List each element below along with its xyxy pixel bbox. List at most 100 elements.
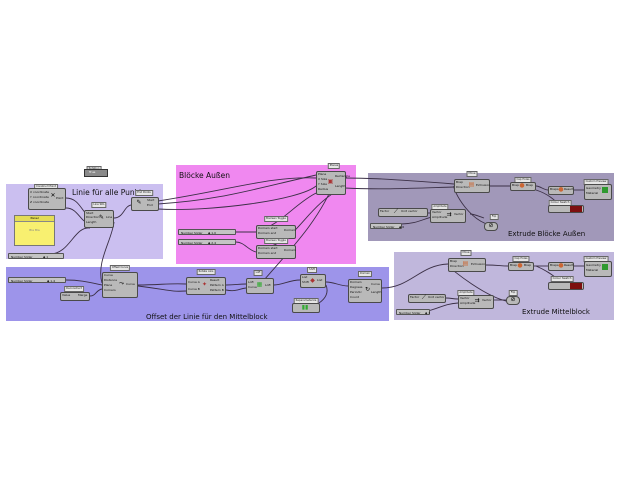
port-count: Count (350, 295, 359, 299)
wire (225, 287, 247, 292)
wire (344, 186, 455, 190)
move-tag: Move (466, 171, 478, 177)
wire (535, 185, 549, 191)
rotate-icon: ✦ (201, 281, 208, 288)
shift-icon: ◆ (310, 277, 315, 284)
flip-component[interactable] (484, 222, 498, 231)
slider-value: ◆ 1 (43, 255, 49, 259)
number-slider-extrude-bloecke[interactable]: Number Slider ◆ 6 (370, 223, 404, 229)
reparam-component[interactable] (292, 303, 320, 313)
endpoints-icon: ✎ (136, 199, 142, 206)
port-extrusion: Extrusion (476, 183, 491, 187)
cap-holes-component[interactable] (510, 182, 536, 191)
port-loft-out: Loft (265, 283, 271, 287)
port-brep: Brep (450, 259, 457, 263)
port-shift: Shift (302, 280, 309, 284)
number-slider-linie[interactable]: Number Slider ◆ 1 (8, 253, 64, 259)
colour-swatch-component[interactable] (548, 205, 584, 213)
deconstruct-component[interactable] (60, 292, 90, 301)
end-points-component[interactable] (131, 197, 159, 211)
unit-vector-component-m[interactable] (408, 294, 446, 303)
rectangle-icon: ▣ (327, 178, 334, 185)
port-domain-start: Domain start (258, 226, 278, 230)
amplitude-component-m[interactable] (458, 295, 494, 309)
slider-label: Number Slider (399, 311, 421, 315)
port-pattern-a: Pattern A (210, 283, 224, 287)
line-sdl-component[interactable] (84, 210, 114, 228)
port-end-out: End (147, 203, 153, 207)
port-factor: Factor (410, 295, 420, 299)
colour-swatch[interactable] (570, 283, 582, 289)
move-tag-m: Move (460, 250, 472, 256)
vector-icon: ⟋ (393, 208, 399, 215)
group-label-offset: Offset der Linie für den Mittelblock (146, 313, 268, 321)
offset-curve-tag: Offset Curve (109, 265, 131, 271)
number-slider-offset[interactable]: Number Slider ◆ 1.4 (8, 277, 66, 283)
domain-tag: Domain (357, 271, 373, 277)
move-component[interactable] (454, 179, 490, 193)
merge-component-m[interactable] (548, 262, 574, 271)
port-value: Value (62, 293, 71, 297)
port-rectangle: Rectangle (335, 174, 350, 178)
wire (344, 177, 455, 185)
port-factor: Factor (380, 209, 390, 213)
port-cap-brep: Brep (512, 183, 519, 187)
port-curve: Curve (104, 273, 113, 277)
domain-component-b[interactable] (256, 245, 296, 259)
port-amplitude: Amplitude (460, 301, 476, 305)
point-icon: ✕ (50, 192, 56, 199)
colour-swatch-component-m[interactable] (548, 282, 584, 290)
move-component-m[interactable] (448, 258, 486, 272)
slider-value: ◆ 3 (425, 311, 431, 315)
port-loft: Loft (248, 280, 254, 284)
colour-swatch[interactable] (570, 206, 582, 212)
construct-point-component[interactable] (28, 188, 66, 210)
text-panel[interactable]: Panel Bla Bla (14, 215, 55, 246)
port-curve-b: Curve B (188, 287, 200, 291)
number-slider-bloecke-b[interactable]: Number Slider ◆ 2.4 (178, 239, 236, 245)
panel-header: Panel (15, 216, 54, 222)
number-slider-bloecke-a[interactable]: Number Slider ◆ 1.0 (178, 229, 236, 235)
port-extrusion: Extrusion (471, 262, 486, 266)
port-x: X coordinate (30, 190, 50, 194)
amplitude-component[interactable] (430, 209, 466, 223)
port-amp-out: Vector (454, 212, 464, 216)
offset-curve-component[interactable] (102, 272, 138, 298)
flip-tag: Flip (489, 214, 499, 220)
port-length: Length (86, 220, 97, 224)
port-start: Start (86, 211, 94, 215)
port-curve-a: Curve A (188, 280, 200, 284)
merge-icon: ● (558, 262, 564, 269)
rotate-tag: Rotate Axis (196, 269, 216, 275)
extrude-icon: ▤ (468, 181, 475, 188)
flip-component-m[interactable] (506, 296, 520, 305)
number-slider-extrude-mittel[interactable]: Number Slider ◆ 3 (396, 309, 430, 315)
port-amp-vector: Vector (460, 296, 470, 300)
port-amplitude: Amplitude (432, 215, 448, 219)
boolean-b-tag: Boolean Toggle (264, 238, 288, 244)
boolean-toggle[interactable] (84, 169, 108, 177)
port-geometry: Geometry (586, 186, 601, 190)
port-loft-curve: Curve (248, 285, 257, 289)
domain-curve-component[interactable] (348, 279, 382, 303)
line-sdl-tag: Line SDL (91, 202, 107, 208)
merge-component[interactable] (548, 186, 574, 195)
port-distance: Distance (104, 278, 118, 282)
port-direction: Direction (456, 185, 470, 189)
unit-vector-component[interactable] (378, 208, 428, 217)
wire (381, 263, 449, 289)
rectangle-component[interactable] (316, 171, 346, 195)
port-direction: Direction (86, 215, 100, 219)
wire (65, 279, 103, 286)
port-brep: Brep (456, 180, 463, 184)
cap-holes-component-m[interactable] (508, 262, 534, 271)
port-domain-curve: Curve (371, 282, 380, 286)
group-label-linie: Linie für alle Punkte (72, 188, 147, 197)
port-plane: Plane (318, 172, 327, 176)
amplitude-icon: ⇉ (446, 211, 452, 218)
shift-component[interactable] (300, 274, 326, 288)
rotate-component[interactable] (186, 277, 226, 295)
loft-component[interactable] (246, 278, 274, 294)
end-points-tag: End Points (135, 190, 153, 196)
